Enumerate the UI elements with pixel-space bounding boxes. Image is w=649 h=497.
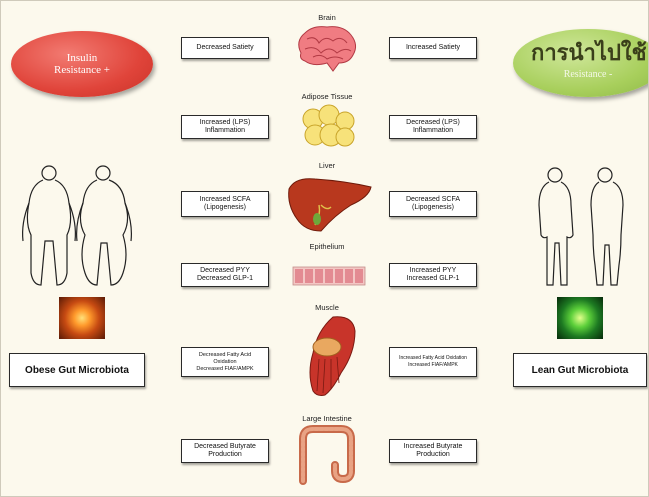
liver-illustration [285,175,375,235]
brain-illustration [293,23,359,75]
obese-figures-illustration [19,163,137,291]
ellipse-subtext: Resistance - [564,69,613,80]
adipose-tissue-label: Adipose Tissue [267,92,387,101]
adipose-right-box: Decreased (LPS) Inflammation [389,115,477,139]
liver-right-box: Decreased SCFA (Lipogenesis) [389,191,477,217]
brain-left-box: Decreased Satiety [181,37,269,59]
obese-gut-microbiota-caption: Obese Gut Microbiota [9,353,145,387]
adipose-tissue-illustration [301,105,355,149]
muscle-left-box: Decreased Fatty Acid Oxidation Decreased… [181,347,269,377]
lean-microbiota-image [557,297,603,339]
liver-label: Liver [267,161,387,170]
lean-gut-microbiota-caption: Lean Gut Microbiota [513,353,647,387]
epithelium-label: Epithelium [267,242,387,251]
epithelium-right-box: Increased PYY Increased GLP-1 [389,263,477,287]
ellipse-line1: Insulin [67,52,98,64]
large-intestine-right-box: Increased Butyrate Production [389,439,477,463]
muscle-illustration [303,313,361,399]
brain-right-box: Increased Satiety [389,37,477,59]
muscle-right-box: Increased Fatty Acid Oxidation Increased… [389,347,477,377]
ellipse-line2: Resistance + [54,64,110,76]
lean-figures-illustration [529,165,633,293]
insulin-resistance-positive-ellipse: Insulin Resistance + [11,31,153,97]
large-intestine-label: Large Intestine [267,414,387,423]
thai-overlay-text: การนำไปใช้ [531,35,647,70]
epithelium-left-box: Decreased PYY Decreased GLP-1 [181,263,269,287]
adipose-left-box: Increased (LPS) Inflammation [181,115,269,139]
large-intestine-left-box: Decreased Butyrate Production [181,439,269,463]
liver-left-box: Increased SCFA (Lipogenesis) [181,191,269,217]
large-intestine-illustration [295,423,359,487]
muscle-label: Muscle [267,303,387,312]
brain-label: Brain [267,13,387,22]
obese-microbiota-image [59,297,105,339]
epithelium-illustration [293,263,365,287]
